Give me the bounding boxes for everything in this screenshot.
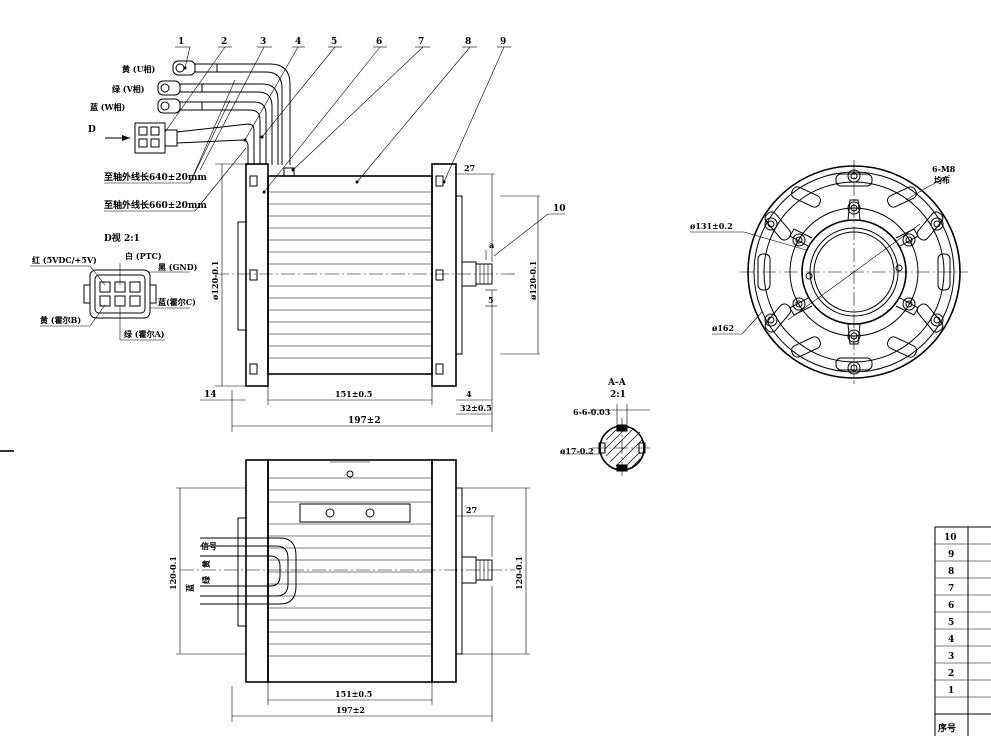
section-dia-dim: ø17-0.2 [560,446,594,456]
table-row-7: 7 [948,584,954,594]
dim-27-top: 27 [466,505,477,515]
section-scale: 2:1 [610,390,626,400]
front-view [200,163,540,432]
table-header: 序号 [938,722,956,734]
wire-label-v: 绿 (V相) [112,84,145,94]
section-title: A-A [607,378,627,388]
table-row-3: 3 [948,652,954,662]
table-row-4: 4 [948,635,954,645]
dim-d131: ø131±0.2 [690,221,733,231]
bolt-spec: 6-M8 [932,164,956,174]
callout-1: 1 [178,37,184,47]
dim-d120-right: ø120-0.1 [528,261,538,300]
callout-6: 6 [376,37,382,47]
dim-d120-left: ø120-0.1 [210,261,220,300]
bolt-spec-even: 均布 [934,175,950,185]
wire-label-w: 蓝 (W相) [90,102,126,112]
cable-blue: 蓝 [185,584,195,592]
cable-green: 绿 [201,575,211,584]
callout-3: 3 [260,37,266,47]
dim-d162: ø162 [712,323,734,333]
wire-label-u: 黄 (U相) [122,64,156,74]
dim-197-top: 197±2 [336,705,365,715]
section-key-dim: 6-6-0.03 [573,407,611,417]
side-view [690,160,968,384]
table-row-8: 8 [948,567,954,577]
parts-table [934,526,991,736]
dim-14: 14 [204,390,217,400]
table-row-1: 1 [948,686,954,696]
table-row-6: 6 [948,601,954,611]
pin-green: 绿 (霍尔A) [124,329,165,339]
connector-view [30,263,190,341]
wire-length-660: 至轴外线长660±20mm [104,199,207,211]
top-cooling-fins [268,477,432,657]
view-arrow-d: D [88,125,96,135]
connector-view-title: D视 2:1 [104,232,140,244]
wire-length-640: 至轴外线长640±20mm [104,171,207,183]
callout-9: 9 [500,37,506,47]
pin-black: 黑 (GND) [158,262,198,272]
dim-197-front: 197±2 [348,416,381,426]
pin-white: 白 (PTC) [125,251,162,261]
pin-yellow: 黄 (霍尔B) [40,315,81,325]
callout-leaders [164,46,565,257]
callout-7: 7 [418,37,424,47]
dim-27-front: 27 [464,163,475,173]
callout-2: 2 [221,37,227,47]
table-row-9: 9 [948,550,954,560]
dim-120-top-right: 120-0.1 [514,556,524,590]
dim-151-front: 151±0.5 [335,389,372,399]
table-row-5: 5 [948,618,954,628]
pin-blue: 蓝(霍尔C) [158,297,196,307]
cable-signal: 信号 [201,541,217,551]
cooling-fins [268,191,432,359]
section-a-a [562,404,652,478]
dim-5: 5 [488,295,494,305]
callout-10: 10 [553,204,566,214]
wire-harness [104,60,291,212]
dim-120-top-left: 120-0.1 [168,556,178,590]
callout-5: 5 [331,37,337,47]
pin-red: 红 (5VDC/+5V) [32,255,97,265]
section-mark-a: a [489,240,494,250]
table-row-2: 2 [948,669,954,679]
callout-8: 8 [465,37,471,47]
section-hatching [603,427,643,469]
table-row-10: 10 [944,533,957,543]
top-view [176,459,530,722]
dim-151-top: 151±0.5 [335,689,372,699]
dim-4: 4 [466,389,472,399]
cable-yellow: 黄 [201,560,211,568]
dim-32: 32±0.5 [460,403,492,413]
callout-4: 4 [295,37,301,47]
